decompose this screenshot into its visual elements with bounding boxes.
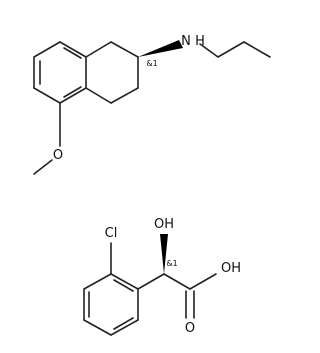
bond bbox=[163, 273, 191, 290]
bond bbox=[113, 279, 134, 292]
bond bbox=[63, 47, 82, 59]
bond bbox=[63, 86, 82, 98]
bond bbox=[199, 43, 219, 58]
stereo-center-label: &1 bbox=[146, 59, 157, 68]
bond bbox=[243, 41, 271, 58]
methoxy-oxygen-label: O bbox=[53, 148, 63, 163]
bond bbox=[85, 41, 112, 58]
bond bbox=[33, 159, 53, 175]
chloromandelic-acid-structure: Cl OH OH O &1 bbox=[83, 217, 241, 336]
aminotetralin-structure: N H O &1 bbox=[33, 34, 271, 175]
bond bbox=[110, 273, 139, 290]
bond bbox=[83, 273, 112, 290]
amine-nitrogen-label: N bbox=[181, 34, 191, 49]
alpha-hydroxyl-label: OH bbox=[154, 217, 174, 232]
bond bbox=[110, 87, 139, 104]
carbonyl-oxygen-label: O bbox=[185, 321, 195, 336]
bond bbox=[59, 87, 87, 104]
bond bbox=[83, 319, 112, 336]
bond bbox=[110, 319, 139, 336]
bond bbox=[189, 273, 217, 290]
bond bbox=[137, 273, 165, 290]
bond bbox=[110, 41, 139, 58]
stereo-wedge-bond bbox=[138, 40, 183, 57]
stereo-wedge-bond bbox=[160, 234, 168, 274]
carboxyl-hydroxyl-label: OH bbox=[221, 261, 241, 276]
amine-hydrogen-label: H bbox=[195, 34, 205, 49]
stereo-center-label: &1 bbox=[166, 259, 177, 268]
bond bbox=[33, 41, 61, 58]
bond bbox=[113, 317, 134, 330]
chlorine-label: Cl bbox=[105, 226, 118, 241]
bond bbox=[59, 41, 87, 58]
bond bbox=[217, 41, 245, 58]
bond bbox=[33, 87, 61, 104]
bond bbox=[85, 87, 112, 104]
